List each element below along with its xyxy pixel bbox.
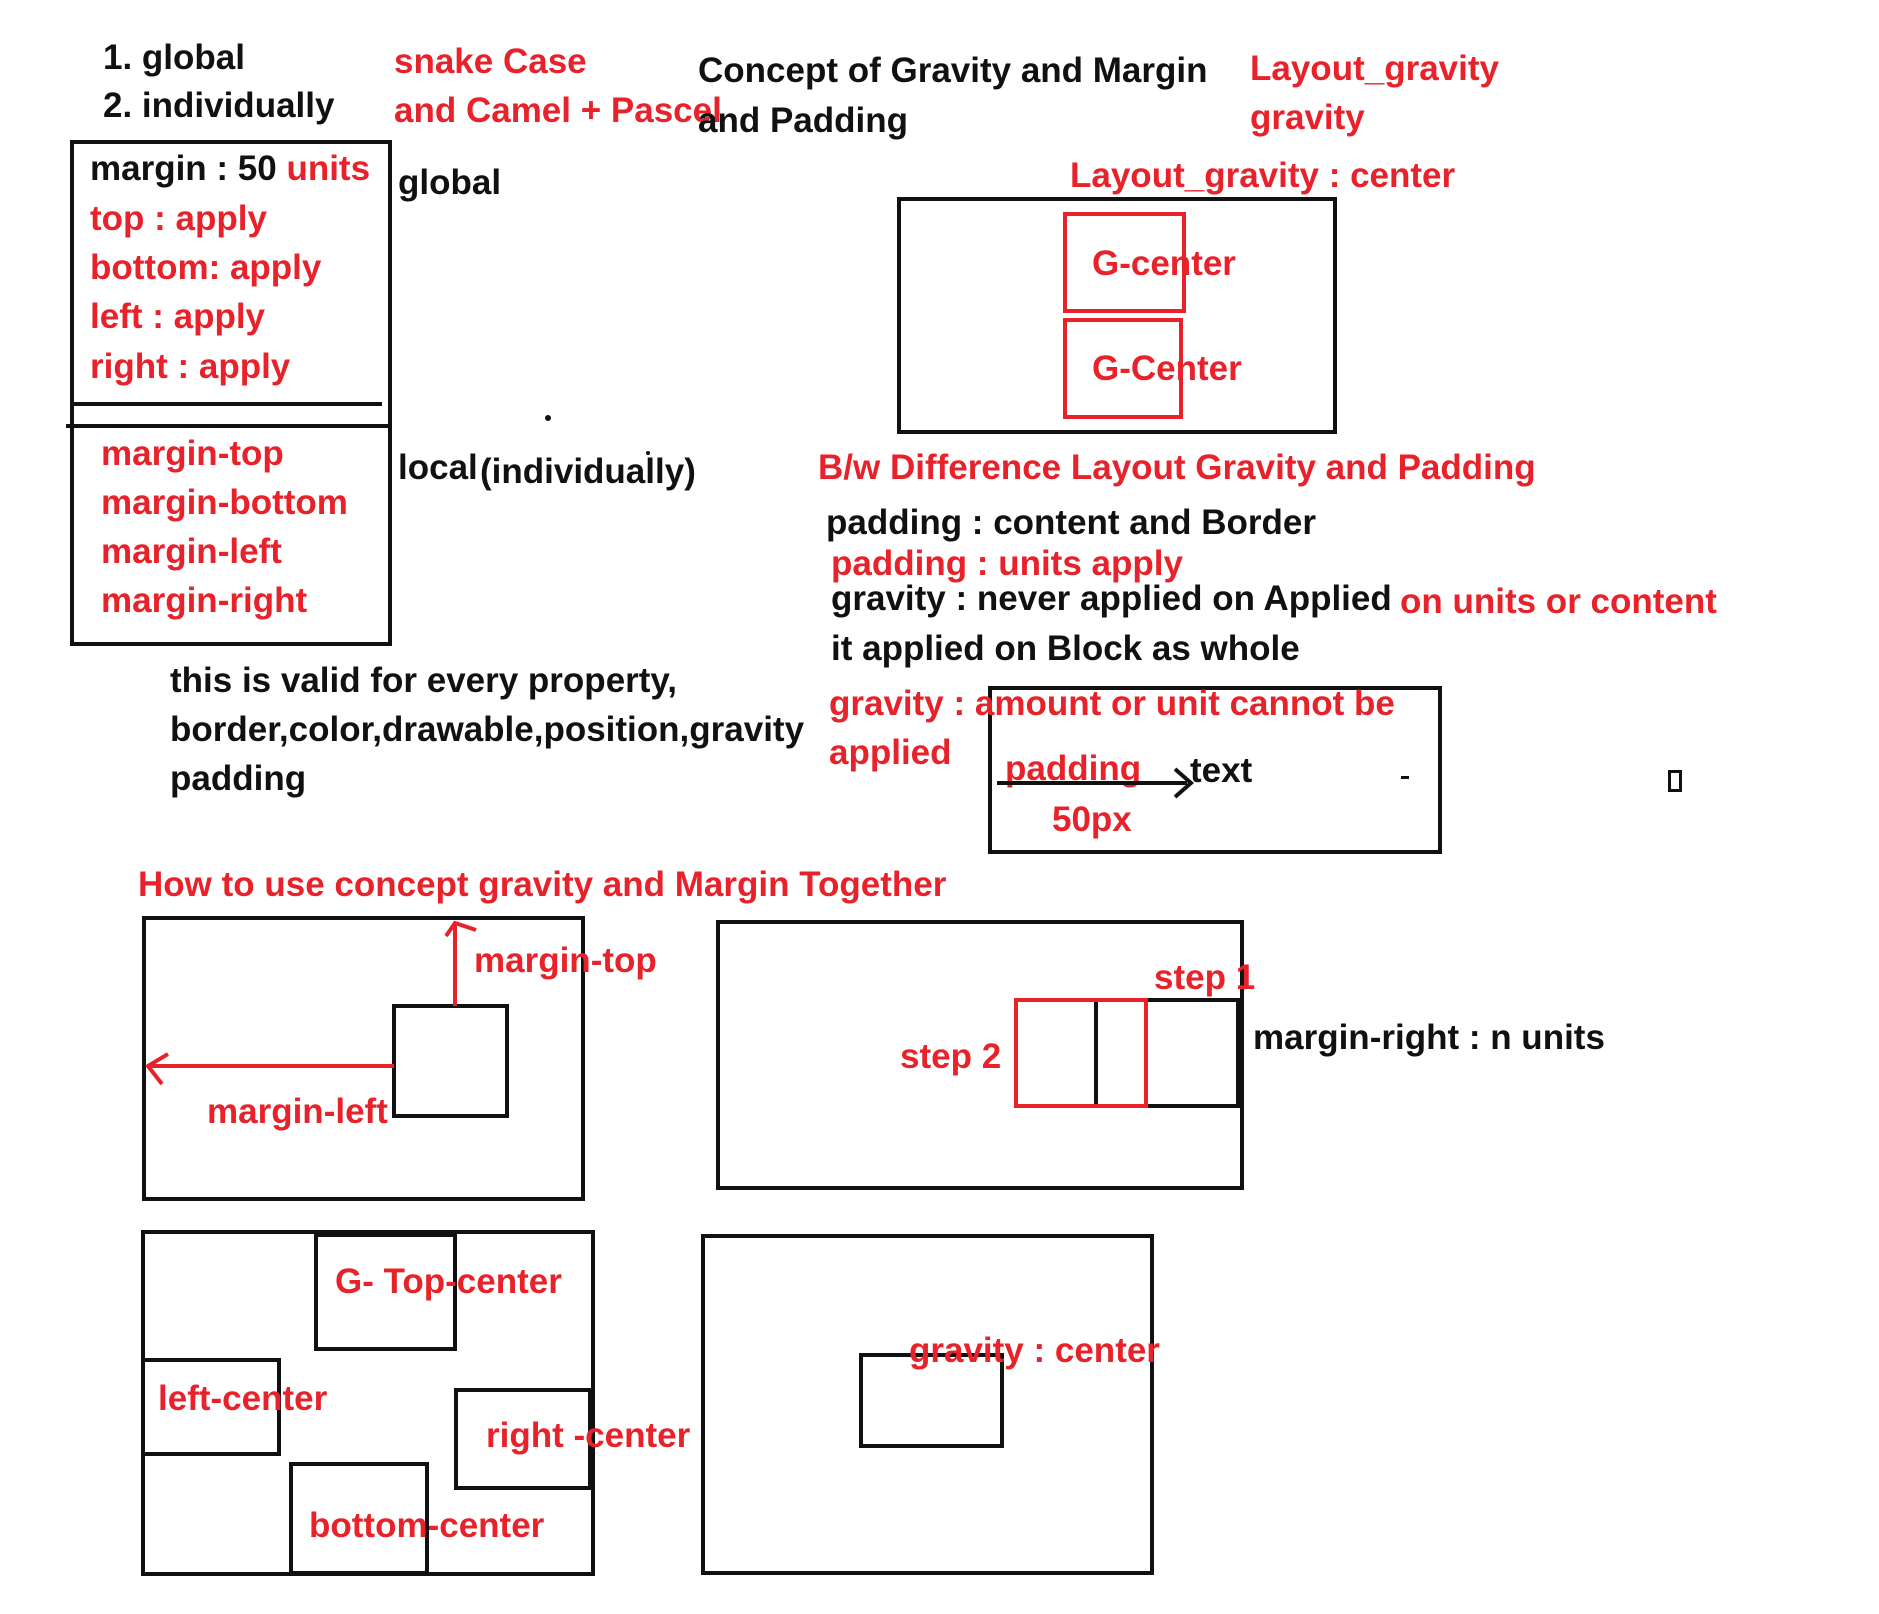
gravity-bottom-center-box: [289, 1462, 429, 1575]
padding-demo-box: [988, 686, 1442, 854]
gravity-left-center-box: [141, 1358, 281, 1456]
layout-gravity-heading: Layout_gravity : center: [1070, 156, 1456, 195]
gravity-definition: gravity : never applied on Applied: [831, 579, 1392, 618]
validity-note-line-1: this is valid for every property,: [170, 661, 678, 700]
padding-arrow-head-icon: [1173, 767, 1195, 799]
gravity-definition-tail: on units or content: [1400, 582, 1717, 621]
margin-right-label: margin-right : n units: [1253, 1018, 1605, 1057]
step-2-label: step 2: [900, 1037, 1002, 1076]
gravity-top-center-label: G- Top-center: [335, 1262, 562, 1301]
steps-demo-container: [716, 920, 1244, 1190]
layout-gravity-container: [897, 197, 1337, 434]
steps-demo-child: [1094, 998, 1240, 1108]
validity-note-line-2: border,color,drawable,position,gravity: [170, 710, 805, 749]
margin-top-apply: top : apply: [90, 199, 267, 238]
global-margin-units: units: [286, 149, 371, 188]
gravity-bottom-center-label: bottom-center: [309, 1506, 545, 1545]
margin-right-apply: right : apply: [90, 347, 291, 386]
list-item-global: 1. global: [103, 38, 245, 77]
label-individually: (individually): [480, 452, 696, 491]
local-margin-top: margin-top: [101, 434, 284, 473]
gravity-block-note: it applied on Block as whole: [831, 629, 1300, 668]
page-title: Concept of Gravity and Margin: [698, 51, 1208, 90]
margin-left-arrow-head-icon: [145, 1052, 170, 1086]
together-heading: How to use concept gravity and Margin To…: [138, 865, 947, 904]
gravity-center-container: [701, 1234, 1154, 1575]
margin-top-label: margin-top: [474, 941, 657, 980]
gravity-center-label: gravity : center: [909, 1331, 1160, 1370]
margin-left-apply: left : apply: [90, 297, 266, 336]
local-margin-bottom: margin-bottom: [101, 483, 348, 522]
term-layout-gravity: Layout_gravity: [1250, 49, 1499, 88]
gravity-left-center-label: left-center: [158, 1379, 328, 1418]
gravity-center-child: [859, 1353, 1004, 1448]
local-margin-left: margin-left: [101, 532, 282, 571]
term-gravity: gravity: [1250, 98, 1365, 137]
naming-line-2: and Camel + Pascel: [394, 91, 722, 130]
validity-note-line-3: padding: [170, 759, 307, 798]
margin-top-arrow-head-icon: [444, 920, 477, 938]
step-1-label: step 1: [1154, 958, 1256, 997]
g-center-label-2: G-Center: [1092, 349, 1242, 388]
label-local: local: [398, 448, 478, 487]
g-center-box-1: [1063, 212, 1186, 313]
margin-demo-container: [142, 916, 585, 1201]
page-title-line-2: and Padding: [698, 101, 908, 140]
margin-bottom-apply: bottom: apply: [90, 248, 322, 287]
padding-units-apply: padding : units apply: [831, 544, 1183, 583]
gravity-amount-line-2: applied: [829, 733, 952, 772]
margin-demo-child: [392, 1004, 509, 1118]
global-margin-value: margin : 50 units: [90, 149, 371, 188]
gravity-right-center-box: [454, 1388, 592, 1490]
steps-demo-moved-child: [1014, 998, 1148, 1108]
gravity-top-center-box: [314, 1233, 457, 1351]
g-center-label-1: G-center: [1092, 244, 1236, 283]
list-item-individually: 2. individually: [103, 86, 335, 125]
label-global: global: [398, 163, 502, 202]
padding-demo-amount: 50px: [1052, 800, 1132, 839]
padding-arrow-shaft: [997, 781, 1187, 785]
stray-dot: [545, 415, 551, 421]
margin-left-arrow-shaft: [150, 1064, 394, 1068]
gravity-amount-line-1: gravity : amount or unit cannot be: [829, 684, 1395, 723]
cursor-mark: [1668, 770, 1682, 792]
stray-dot-2: [646, 451, 650, 455]
margin-box-divider: [70, 402, 382, 406]
margin-box-divider-2: [66, 424, 392, 428]
g-center-box-2: [1063, 318, 1183, 419]
margin-box: [70, 140, 392, 646]
difference-heading: B/w Difference Layout Gravity and Paddin…: [818, 448, 1536, 487]
naming-line-1: snake Case: [394, 42, 587, 81]
padding-definition: padding : content and Border: [826, 503, 1316, 542]
local-margin-right: margin-right: [101, 581, 308, 620]
padding-demo-text: text: [1190, 751, 1253, 790]
gravity-right-center-label: right -center: [486, 1416, 691, 1455]
margin-top-arrow-shaft: [453, 924, 457, 1006]
padding-demo-label: padding: [1005, 749, 1142, 788]
margin-left-label: margin-left: [207, 1092, 388, 1131]
stray-dash: [1401, 776, 1409, 779]
